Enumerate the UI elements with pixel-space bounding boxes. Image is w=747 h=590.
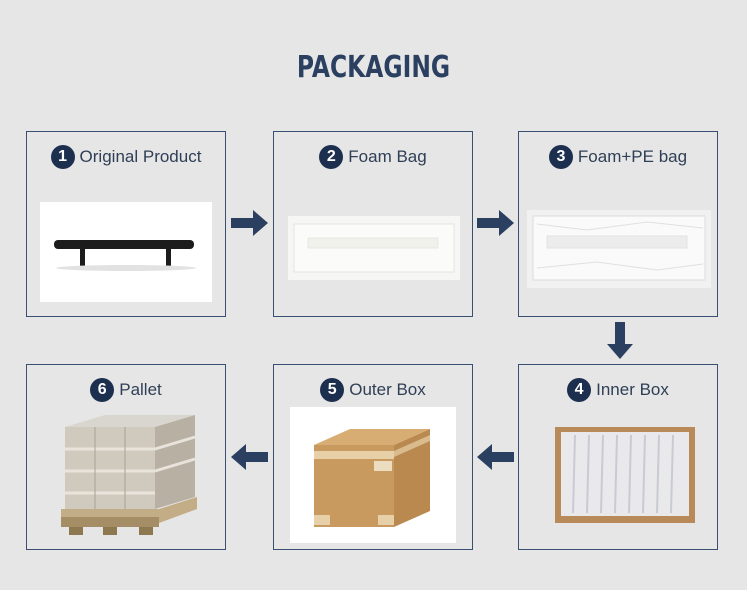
- step-number-badge: 2: [319, 145, 344, 169]
- step-foam-pe-bag: 3 Foam+PE bag: [518, 131, 718, 317]
- step-pallet: 6 Pallet: [26, 364, 226, 550]
- step-foam-bag: 2 Foam Bag: [273, 131, 473, 317]
- step-outer-box: 5 Outer Box: [273, 364, 473, 550]
- step-original-product: 1 Original Product: [26, 131, 226, 317]
- step-number-badge: 3: [548, 145, 573, 169]
- step-label: Original Product: [79, 147, 202, 166]
- foam-bag-image: [288, 216, 460, 280]
- step-number-badge: 4: [567, 378, 592, 402]
- step-label: Foam Bag: [348, 147, 427, 166]
- diagram-title: PACKAGING: [296, 50, 451, 85]
- step-label: Inner Box: [596, 380, 669, 399]
- pe-bag-image: [527, 210, 711, 288]
- handle-bar-image: [40, 202, 212, 302]
- inner-box-image: [555, 427, 695, 523]
- step-number-badge: 6: [90, 378, 115, 402]
- arrow-right-icon: [231, 210, 268, 236]
- step-number-badge: 1: [50, 145, 75, 169]
- step-label: Outer Box: [349, 380, 426, 399]
- step-inner-box: 4 Inner Box: [518, 364, 718, 550]
- pallet-image: [61, 415, 197, 535]
- arrow-right-icon: [477, 210, 514, 236]
- step-label: Foam+PE bag: [577, 147, 688, 166]
- arrow-left-icon: [231, 444, 268, 470]
- step-number-badge: 5: [320, 378, 345, 402]
- arrow-left-icon: [477, 444, 514, 470]
- carton-image: [290, 407, 456, 543]
- arrow-down-icon: [607, 322, 633, 359]
- step-label: Pallet: [119, 380, 162, 399]
